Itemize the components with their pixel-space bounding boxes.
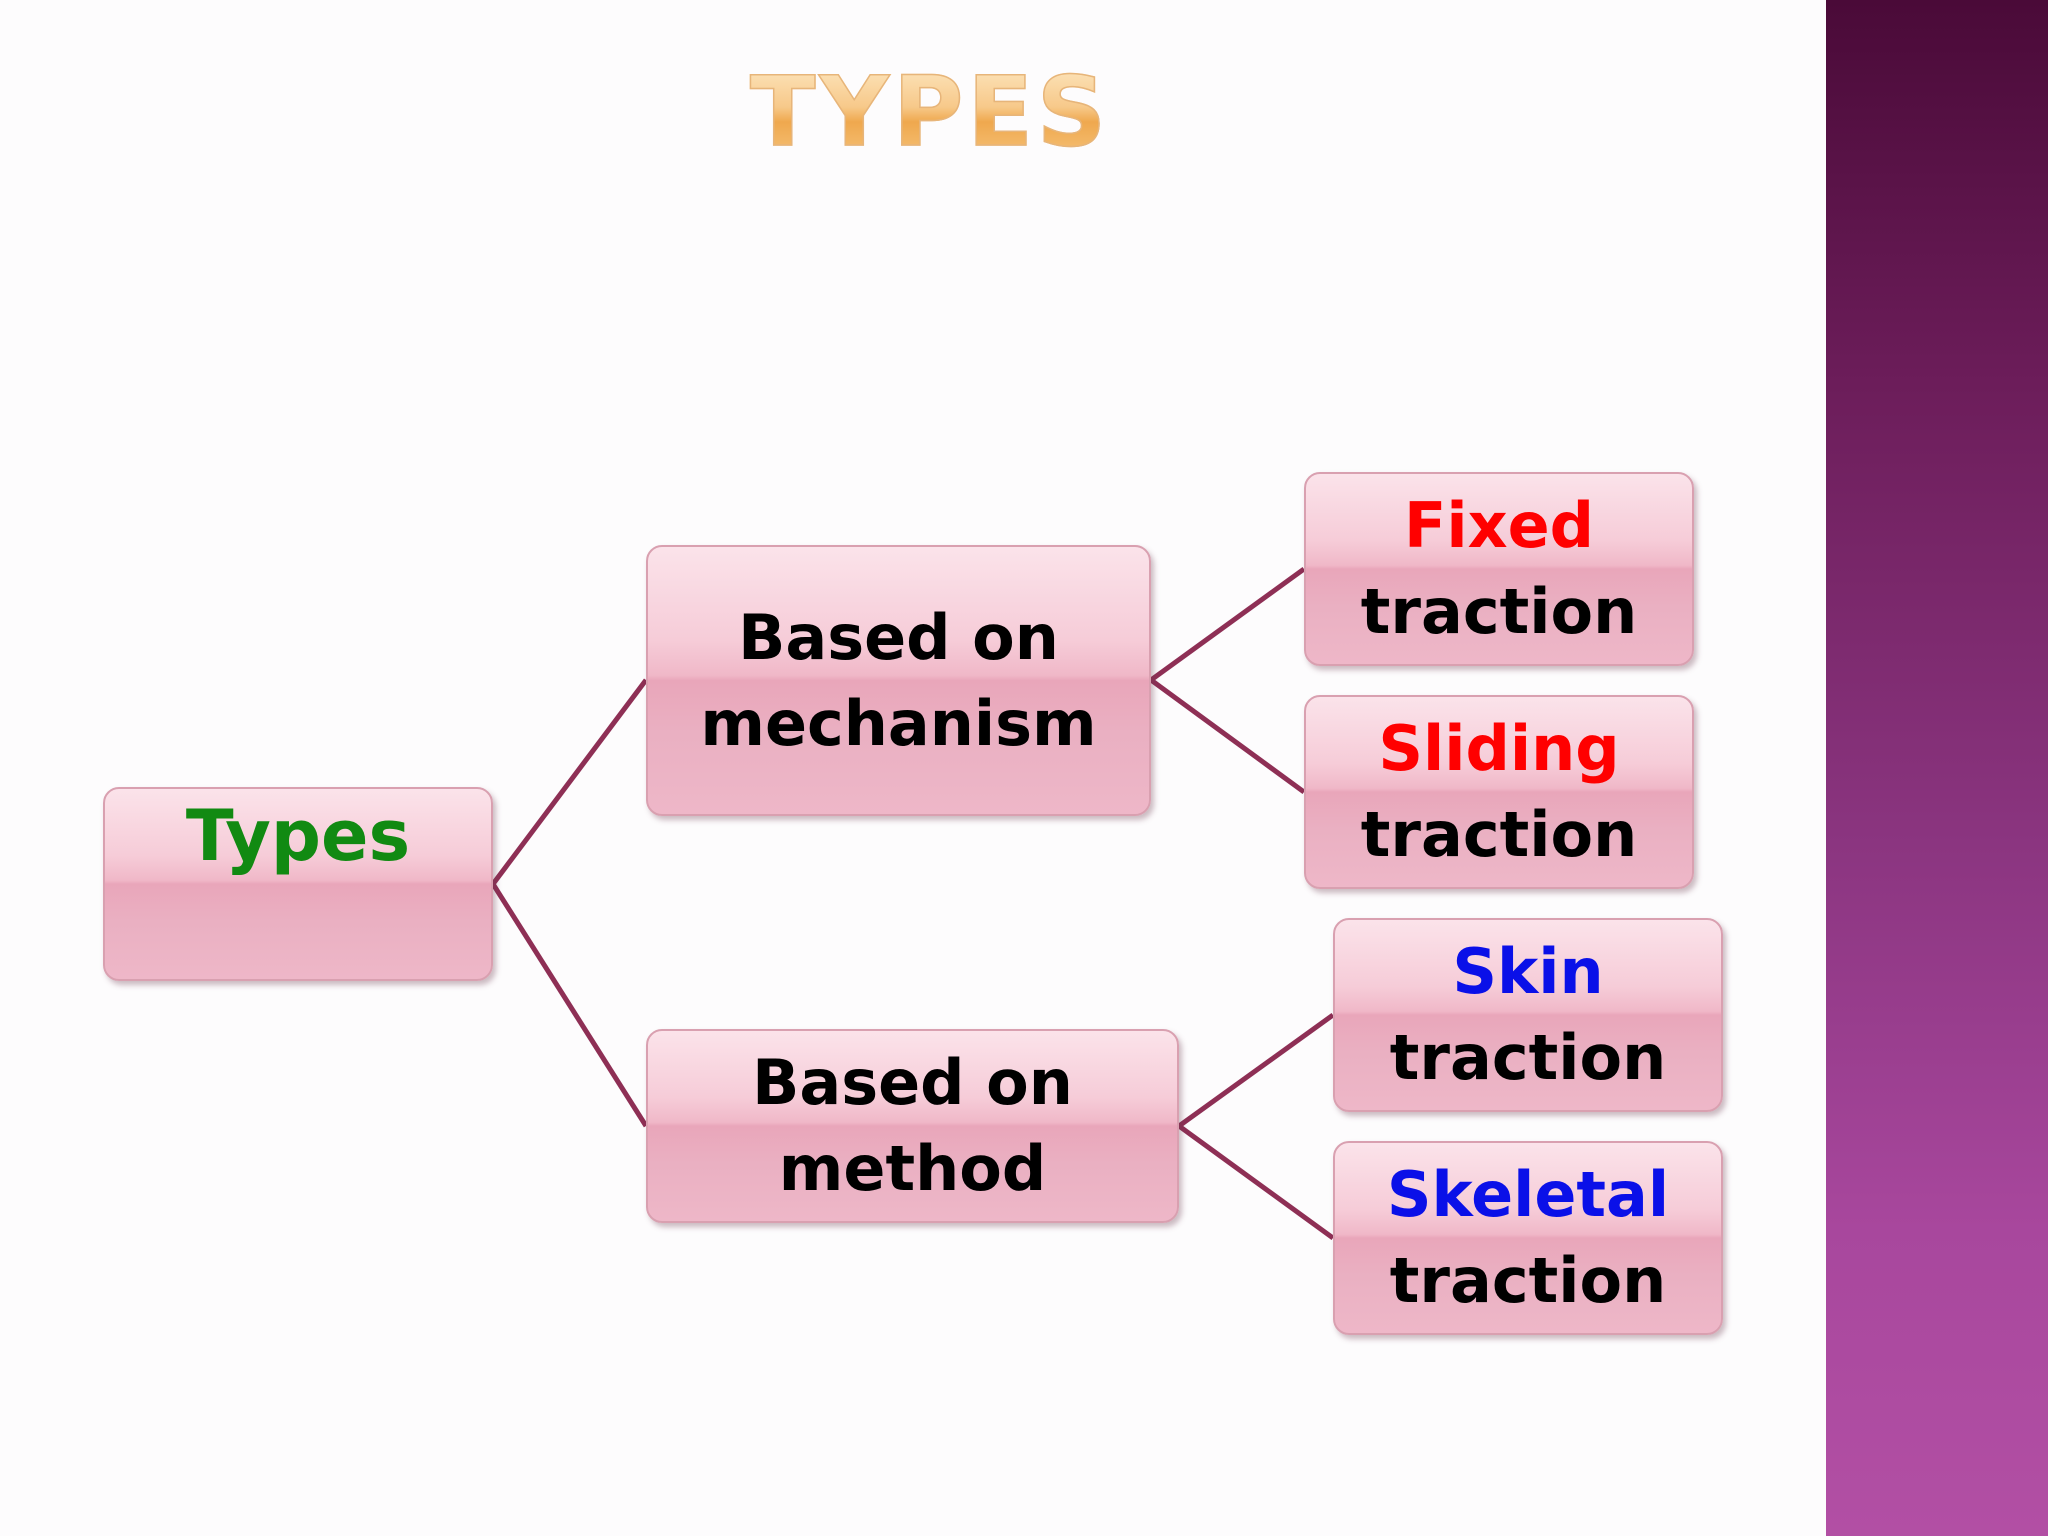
connector-mechanism-to-fixed <box>1149 566 1306 683</box>
node-fixed-word: Fixed <box>1403 489 1595 562</box>
slide-title: TYPES <box>700 61 1160 163</box>
node-mechanism-line1: Based on <box>738 600 1059 674</box>
connector-method-to-skeletal <box>1177 1123 1335 1241</box>
node-method-line1: Based on <box>752 1046 1073 1119</box>
node-types-root-label: Types <box>185 795 411 877</box>
node-based-on-method: Based on method <box>646 1029 1179 1223</box>
connector-mechanism-to-sliding <box>1149 677 1306 795</box>
node-skeletal-word: Skeletal <box>1386 1158 1670 1231</box>
node-sliding-suffix: traction <box>1360 798 1638 871</box>
connector-root-to-method <box>490 882 649 1128</box>
node-mechanism-line2: mechanism <box>700 686 1097 760</box>
node-skeletal-traction: Skeletal traction <box>1333 1141 1723 1335</box>
node-skeletal-suffix: traction <box>1389 1244 1667 1317</box>
node-sliding-word: Sliding <box>1378 712 1620 785</box>
node-sliding-traction: Sliding traction <box>1304 695 1694 889</box>
node-method-line2: method <box>778 1132 1047 1205</box>
node-fixed-suffix: traction <box>1360 575 1638 648</box>
node-based-on-mechanism: Based on mechanism <box>646 545 1151 816</box>
connector-method-to-skin <box>1177 1012 1335 1129</box>
node-fixed-traction: Fixed traction <box>1304 472 1694 666</box>
node-skin-word: Skin <box>1452 935 1604 1008</box>
decorative-side-band <box>1826 0 2048 1536</box>
connector-root-to-mechanism <box>491 678 648 886</box>
node-types-root: Types <box>103 787 493 981</box>
connector-lines <box>490 566 1335 1241</box>
node-skin-suffix: traction <box>1389 1021 1667 1094</box>
node-skin-traction: Skin traction <box>1333 918 1723 1112</box>
